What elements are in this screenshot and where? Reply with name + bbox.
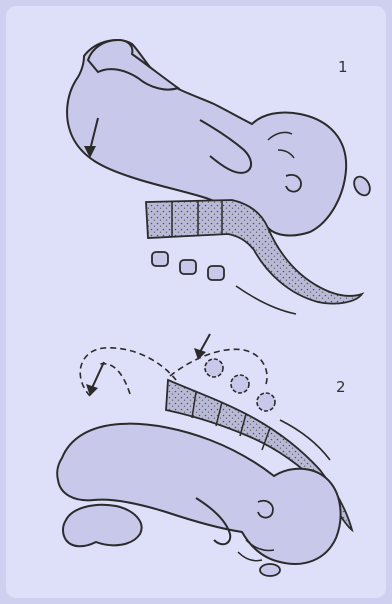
vertebra-1b (180, 260, 196, 274)
vertebra-1c (208, 266, 224, 280)
vertebra-2c (257, 393, 275, 411)
vertebra-1a (152, 252, 168, 266)
panel-label-2: 2 (336, 378, 346, 396)
nipple-marker-2 (260, 564, 280, 576)
infant-legs-2 (63, 505, 142, 547)
vertebra-2a (205, 359, 223, 377)
panel-label-1: 1 (338, 58, 348, 76)
vertebra-2b (231, 375, 249, 393)
